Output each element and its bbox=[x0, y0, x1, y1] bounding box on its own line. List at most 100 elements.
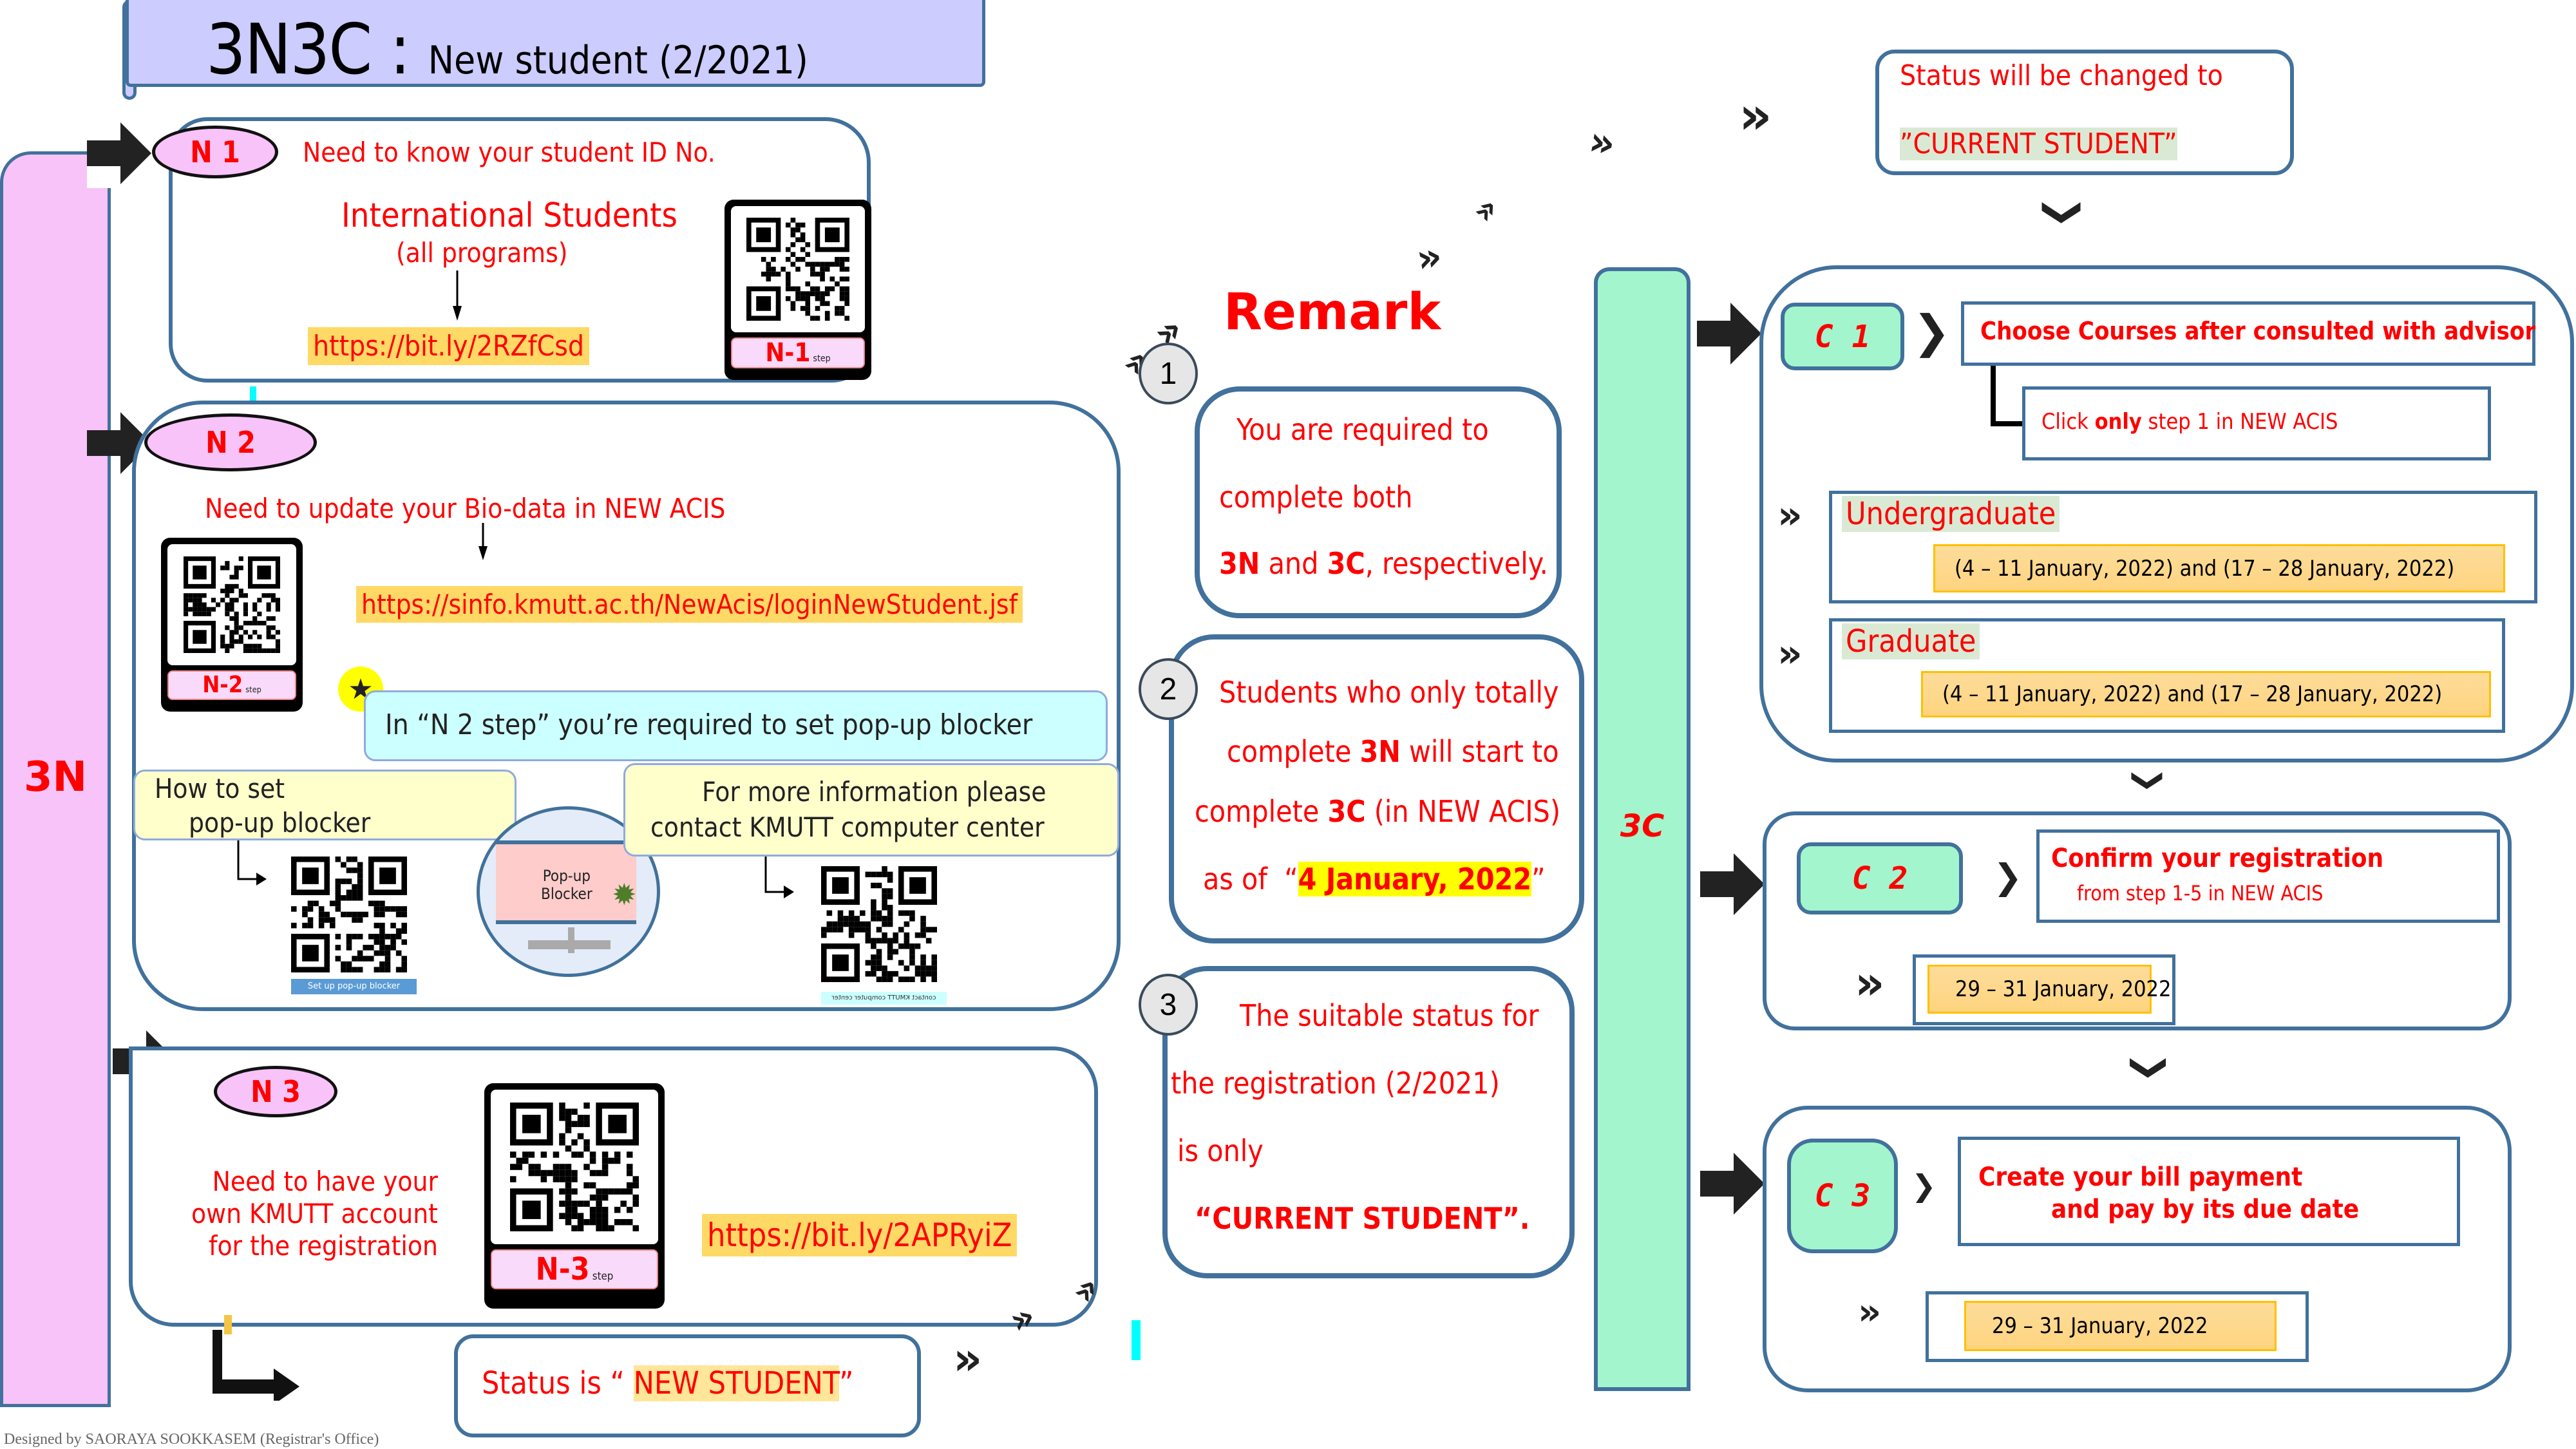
graduate-label: Graduate bbox=[1842, 623, 1980, 659]
qr-code-icon bbox=[821, 866, 937, 982]
undergraduate-dates: (4 – 11 January, 2022) and (17 – 28 Janu… bbox=[1933, 544, 2505, 592]
n1-audience-note: (all programs) bbox=[396, 237, 568, 269]
double-chevron-icon: » bbox=[1464, 189, 1508, 231]
double-chevron-icon: » bbox=[1777, 631, 1803, 676]
remark-title: Remark bbox=[1224, 283, 1441, 341]
status-change-line1: Status will be changed to bbox=[1900, 59, 2223, 92]
monitor-text-line2: Blocker bbox=[541, 885, 592, 903]
howto-qr-caption: Set up pop-up blocker bbox=[291, 979, 417, 994]
step-c1-badge: C 1 bbox=[1781, 303, 1904, 370]
c3-dates: 29 – 31 January, 2022 bbox=[1964, 1301, 2277, 1351]
c2-dates: 29 – 31 January, 2022 bbox=[1927, 965, 2171, 1014]
arrow-down-icon bbox=[453, 270, 462, 321]
contact-callout bbox=[623, 763, 1119, 857]
n3-line3: for the registration bbox=[209, 1230, 438, 1262]
chevron-right-icon: ❯ bbox=[1993, 857, 2023, 897]
step-c3-badge: C 3 bbox=[1787, 1139, 1898, 1253]
double-chevron-icon: » bbox=[1858, 1291, 1882, 1333]
section-3n-label: 3N bbox=[23, 753, 88, 801]
c1-sub-bold: only bbox=[2094, 409, 2142, 435]
remark-item-3-box bbox=[1162, 966, 1575, 1278]
arrow-right-icon bbox=[1700, 853, 1765, 915]
remark-item-3-line2: the registration (2/2021) bbox=[1171, 1066, 1500, 1101]
howto-line2: pop-up blocker bbox=[189, 807, 371, 838]
qr-code-icon bbox=[491, 1090, 658, 1244]
n3-line1: Need to have your bbox=[212, 1166, 438, 1197]
remark-item-1-box bbox=[1195, 386, 1562, 618]
remark-item-3-line4: “CURRENT STUDENT”. bbox=[1195, 1201, 1530, 1236]
howto-qr-code[interactable] bbox=[291, 857, 420, 982]
qr-code-icon bbox=[167, 544, 296, 665]
status-suffix: ” bbox=[839, 1365, 854, 1401]
elbow-arrow-icon bbox=[213, 1330, 299, 1401]
c2-title: Confirm your registration bbox=[2051, 844, 2384, 873]
n1-link[interactable]: https://bit.ly/2RZfCsd bbox=[308, 327, 590, 365]
qr-code-icon bbox=[731, 206, 865, 332]
c2-subtitle: from step 1-5 in NEW ACIS bbox=[2077, 881, 2324, 905]
remark-item-3-number: 3 bbox=[1139, 974, 1198, 1036]
chevron-down-icon: ❯ bbox=[2041, 196, 2087, 229]
contact-qr-code[interactable] bbox=[821, 866, 950, 992]
chevron-down-icon: ❯ bbox=[2131, 767, 2168, 794]
title-banner bbox=[126, 0, 985, 87]
title-subtitle: New student (2/2021) bbox=[428, 38, 808, 83]
connector-line bbox=[1132, 1320, 1141, 1360]
chevron-right-icon: ❯ bbox=[1911, 1168, 1937, 1203]
howto-callout bbox=[133, 770, 516, 840]
undergraduate-label: Undergraduate bbox=[1842, 496, 2060, 532]
c1-title: Choose Courses after consulted with advi… bbox=[1980, 317, 2536, 345]
title-main: 3N3C : bbox=[206, 10, 428, 90]
step-n1-badge: N 1 bbox=[152, 126, 278, 178]
c1-sub-suffix: step 1 in NEW ACIS bbox=[2141, 409, 2338, 435]
c1-subtitle: Click only step 1 in NEW ACIS bbox=[2041, 409, 2338, 435]
elbow-arrow-icon bbox=[237, 840, 267, 886]
n1-heading: Need to know your student ID No. bbox=[303, 137, 715, 168]
arrow-right-icon bbox=[87, 122, 151, 184]
double-chevron-icon: » bbox=[1586, 117, 1620, 167]
arrow-right-icon bbox=[1697, 303, 1761, 365]
remark-item-1-line3: 3N and 3C, respectively. bbox=[1219, 546, 1548, 581]
status-value: NEW STUDENT bbox=[633, 1365, 840, 1401]
status-prefix: Status is “ bbox=[482, 1365, 634, 1401]
c3-title-line2: and pay by its due date bbox=[2051, 1195, 2360, 1224]
status-change-value: ”CURRENT STUDENT” bbox=[1900, 128, 2177, 160]
connector-line bbox=[224, 1315, 232, 1334]
qr-code-icon bbox=[291, 857, 407, 972]
page-title: 3N3C : New student (2/2021) bbox=[206, 10, 808, 90]
remark-item-2-line2: complete 3N will start to bbox=[1227, 734, 1559, 769]
remark-item-2-line1: Students who only totally bbox=[1219, 675, 1559, 710]
remark-item-1-number: 1 bbox=[1139, 343, 1198, 404]
c3-title-line1: Create your bill payment bbox=[1978, 1162, 2303, 1192]
badge-star-icon: ✹ bbox=[612, 877, 637, 912]
remark-item-2-line4: as of “4 January, 2022” bbox=[1203, 862, 1546, 896]
double-chevron-icon: » bbox=[1855, 956, 1885, 1010]
double-chevron-icon: » bbox=[1739, 86, 1772, 146]
monitor-text-line1: Pop-up bbox=[542, 867, 591, 885]
remark-item-2-number: 2 bbox=[1139, 658, 1198, 720]
n3-link[interactable]: https://bit.ly/2APRyiZ bbox=[702, 1214, 1018, 1256]
n2-link[interactable]: https://sinfo.kmutt.ac.th/NewAcis/loginN… bbox=[356, 586, 1023, 623]
arrow-right-icon bbox=[1700, 1153, 1765, 1215]
c1-sub-box bbox=[2022, 386, 2491, 460]
remark-item-3-line3: is only bbox=[1177, 1133, 1264, 1168]
n3-line2: own KMUTT account bbox=[191, 1198, 438, 1229]
chevron-down-icon: ❯ bbox=[2129, 1052, 2172, 1083]
monitor-base bbox=[528, 940, 611, 949]
footer-credit: Designed by SAORAYA SOOKKASEM (Registrar… bbox=[4, 1431, 379, 1448]
contact-qr-caption: contact KMUTT computer center bbox=[821, 992, 947, 1005]
elbow-arrow-icon bbox=[764, 857, 794, 898]
howto-line1: How to set bbox=[155, 773, 285, 804]
remark-item-1-line2: complete both bbox=[1219, 480, 1413, 515]
elbow-connector bbox=[1991, 366, 2029, 426]
section-3c-bar bbox=[1594, 267, 1690, 1391]
step-c2-badge: C 2 bbox=[1797, 842, 1963, 914]
c2-title-box bbox=[2036, 829, 2500, 923]
n1-audience: International Students bbox=[341, 196, 677, 235]
remark-item-1-line1: You are required to bbox=[1236, 412, 1489, 447]
double-chevron-icon: » bbox=[953, 1332, 983, 1385]
